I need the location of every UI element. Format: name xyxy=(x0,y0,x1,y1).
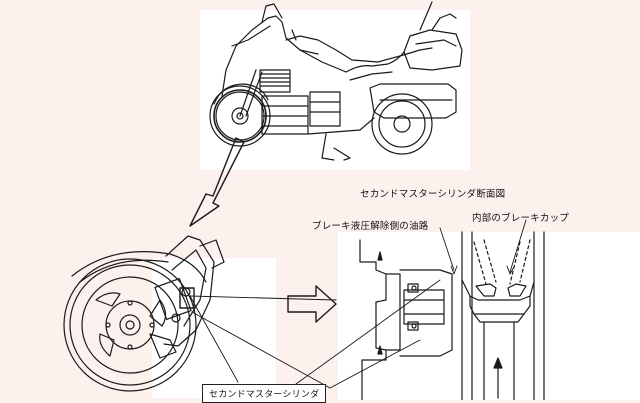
arrow-right xyxy=(287,285,337,323)
hydraulic-path-label: ブレーキ液圧解除側の油路 xyxy=(312,221,429,232)
inner-cup-label: 内部のブレーキカップ xyxy=(472,213,570,224)
cross-section-drawing xyxy=(359,231,545,400)
cross-section-panel xyxy=(338,232,640,400)
arrow-down-left xyxy=(189,137,245,227)
leader-lines xyxy=(189,219,527,389)
section-title: セカンドマスターシリンダ断面図 xyxy=(360,189,506,200)
wheel-drawing xyxy=(63,235,225,392)
motorcycle-drawing xyxy=(209,1,463,161)
second-master-cylinder-label: セカンドマスターシリンダ xyxy=(202,384,327,403)
